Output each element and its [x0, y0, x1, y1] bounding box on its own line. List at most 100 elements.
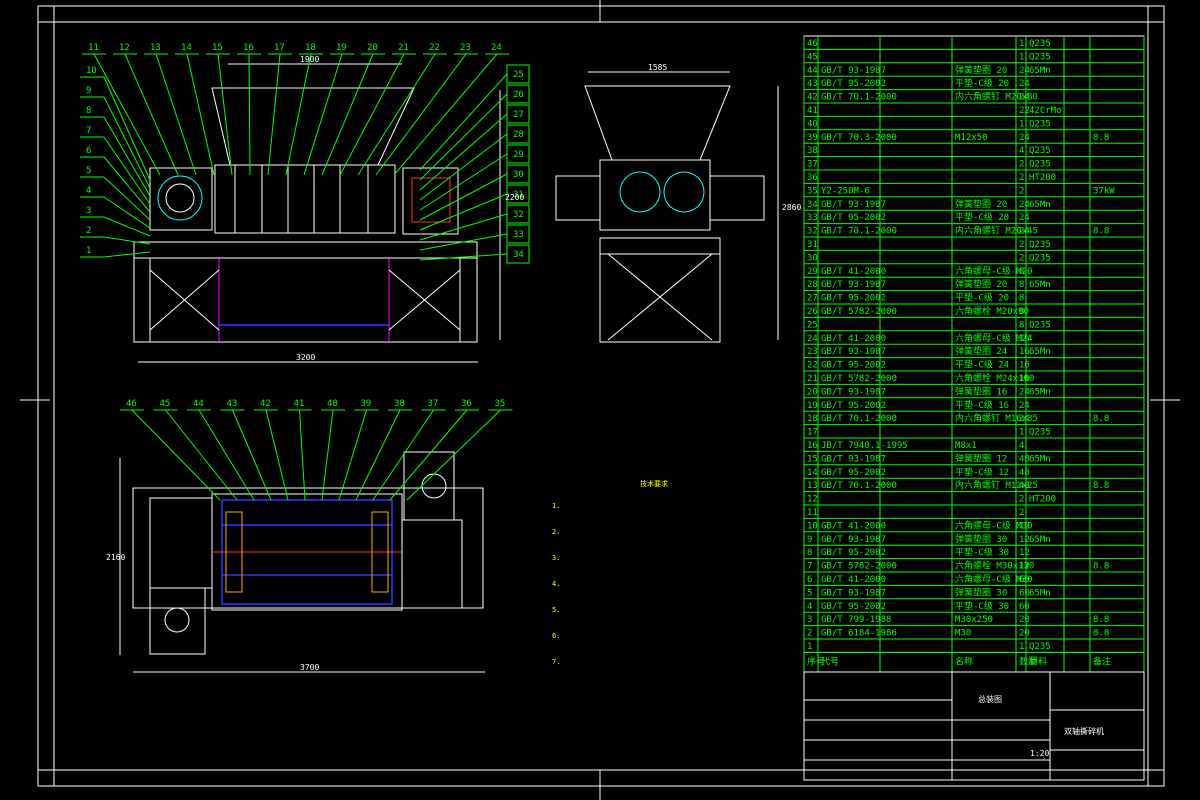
- dim-front-bottom: 3200: [296, 353, 315, 362]
- bom-cell-name: 平垫-C级 20: [955, 77, 1009, 89]
- bom-cell-code: GB/T 95-2002: [821, 468, 886, 478]
- bom-cell-no: 2: [807, 629, 812, 639]
- technical-notes: 技术要求 1.2.3.4.5.6.7.: [552, 479, 668, 666]
- bom-cell-mat: Q235: [1029, 52, 1051, 62]
- bom-cell-qty: 24: [1019, 93, 1030, 103]
- balloon-label: 33: [513, 230, 524, 240]
- bom-cell-no: 30: [807, 253, 818, 263]
- bom-cell-no: 38: [807, 146, 818, 156]
- bom-cell-no: 18: [807, 414, 818, 424]
- bom-cell-no: 1: [807, 642, 812, 652]
- balloon-leader: [267, 53, 281, 176]
- bom-cell-mat: 65Mn: [1029, 535, 1051, 545]
- balloon-leader: [103, 76, 151, 181]
- balloon-label: 28: [513, 130, 524, 140]
- note-item: 4.: [552, 580, 560, 588]
- bom-cell-code: GB/T 70.1-2000: [821, 414, 897, 424]
- bom-cell-name: 六角螺栓 M20x90: [955, 305, 1029, 317]
- balloon-leader: [103, 116, 151, 197]
- bom-cell-qty: 2: [1019, 240, 1024, 250]
- bom-cell-qty: 2: [1019, 173, 1024, 183]
- balloon-label: 19: [336, 43, 347, 53]
- bom-cell-name: 六角螺母-C级 M20: [955, 265, 1033, 277]
- bom-cell-qty: 8: [1019, 320, 1024, 330]
- bom-cell-code: GB/T 70.1-2000: [821, 93, 897, 103]
- bom-cell-name: M8x1: [955, 441, 977, 451]
- bom-cell-name: 平垫-C级 20: [955, 292, 1009, 304]
- bom-cell-code: GB/T 41-2000: [821, 521, 886, 531]
- balloon-label: 35: [495, 399, 506, 409]
- bom-cell-qty: 48: [1019, 481, 1030, 491]
- dim-plan-bottom: 3700: [300, 663, 319, 672]
- bom-header-qty: 数量: [1019, 655, 1037, 667]
- balloon-label: 8: [86, 106, 91, 116]
- bom-cell-code: GB/T 93-1987: [821, 454, 886, 464]
- note-item: 1.: [552, 502, 560, 510]
- balloon-label: 7: [86, 126, 91, 136]
- bom-cell-name: 弹簧垫圈 20: [955, 278, 1007, 290]
- bom-cell-no: 17: [807, 428, 818, 438]
- bom-cell-qty: 48: [1019, 468, 1030, 478]
- bom-cell-no: 20: [807, 387, 818, 397]
- bom-cell-qty: 24: [1019, 227, 1030, 237]
- bom-cell-no: 7: [807, 562, 812, 572]
- bom-cell-qty: 2: [1019, 508, 1024, 518]
- balloon-label: 15: [212, 43, 223, 53]
- bom-header-mat: 材料: [1029, 655, 1047, 667]
- bom-cell-no: 34: [807, 200, 818, 210]
- bom-cell-no: 24: [807, 334, 818, 344]
- bom-cell-qty: 1: [1019, 642, 1024, 652]
- bom-cell-mat: 65Mn: [1029, 387, 1051, 397]
- bom-cell-code: GB/T 41-2000: [821, 334, 886, 344]
- bom-cell-code: GB/T 93-1987: [821, 535, 886, 545]
- balloon-label: 26: [513, 90, 524, 100]
- bom-cell-no: 10: [807, 521, 818, 531]
- bom-cell-name: 六角螺母-C级 M24: [955, 332, 1033, 344]
- bom-cell-name: 内六角螺钉 M16x35: [955, 412, 1038, 424]
- bom-cell-mat: Q235: [1029, 320, 1051, 330]
- balloon-leader: [103, 176, 151, 221]
- balloon-label: 46: [126, 399, 137, 409]
- bom-cell-code: GB/T 70.1-2000: [821, 481, 897, 491]
- bom-cell-name: 六角螺栓 M24x100: [955, 372, 1034, 384]
- bom-cell-no: 42: [807, 93, 818, 103]
- balloon-label: 42: [260, 399, 271, 409]
- drawing-frame: [20, 0, 1180, 800]
- balloon-label: 16: [243, 43, 254, 53]
- balloon-label: 32: [513, 210, 524, 220]
- bom-cell-qty: 24: [1019, 387, 1030, 397]
- bom-cell-qty: 60: [1019, 602, 1030, 612]
- balloon-leader: [155, 53, 197, 176]
- balloon-leader: [124, 53, 179, 176]
- bom-cell-no: 15: [807, 454, 818, 464]
- bom-cell-name: 六角螺母-C级 M30: [955, 573, 1033, 585]
- bom-header-code: 代号: [821, 656, 839, 667]
- bom-cell-name: 弹簧垫圈 20: [955, 64, 1007, 76]
- balloon-leader: [419, 193, 508, 231]
- bom-cell-name: 弹簧垫圈 24: [955, 345, 1007, 357]
- bom-cell-qty: 16: [1019, 334, 1030, 344]
- bom-cell-code: GB/T 70.3-2000: [821, 133, 897, 143]
- bom-cell-qty: 2: [1019, 495, 1024, 505]
- bom-cell-mat: Q235: [1029, 160, 1051, 170]
- bom-cell-mat: 65Mn: [1029, 66, 1051, 76]
- bom-cell-no: 25: [807, 320, 818, 330]
- balloon-leader: [419, 213, 508, 241]
- bom-cell-mat: 65Mn: [1029, 347, 1051, 357]
- bom-cell-name: 内六角螺钉 M20x45: [955, 225, 1038, 237]
- bom-cell-qty: 8: [1019, 294, 1024, 304]
- balloon-leader: [419, 253, 508, 261]
- balloon-leader: [93, 53, 161, 176]
- bom-cell-qty: 2: [1019, 186, 1024, 196]
- bom-cell-no: 33: [807, 213, 818, 223]
- balloon-label: 4: [86, 186, 91, 196]
- bom-cell-qty: 1: [1019, 39, 1024, 49]
- bom-cell-qty: 24: [1019, 133, 1030, 143]
- balloon-leader: [198, 409, 255, 501]
- bom-cell-mat: 65Mn: [1029, 454, 1051, 464]
- balloon-leader: [321, 409, 334, 501]
- bom-cell-name: 平垫-C级 12: [955, 466, 1009, 478]
- bom-cell-qty: 8: [1019, 280, 1024, 290]
